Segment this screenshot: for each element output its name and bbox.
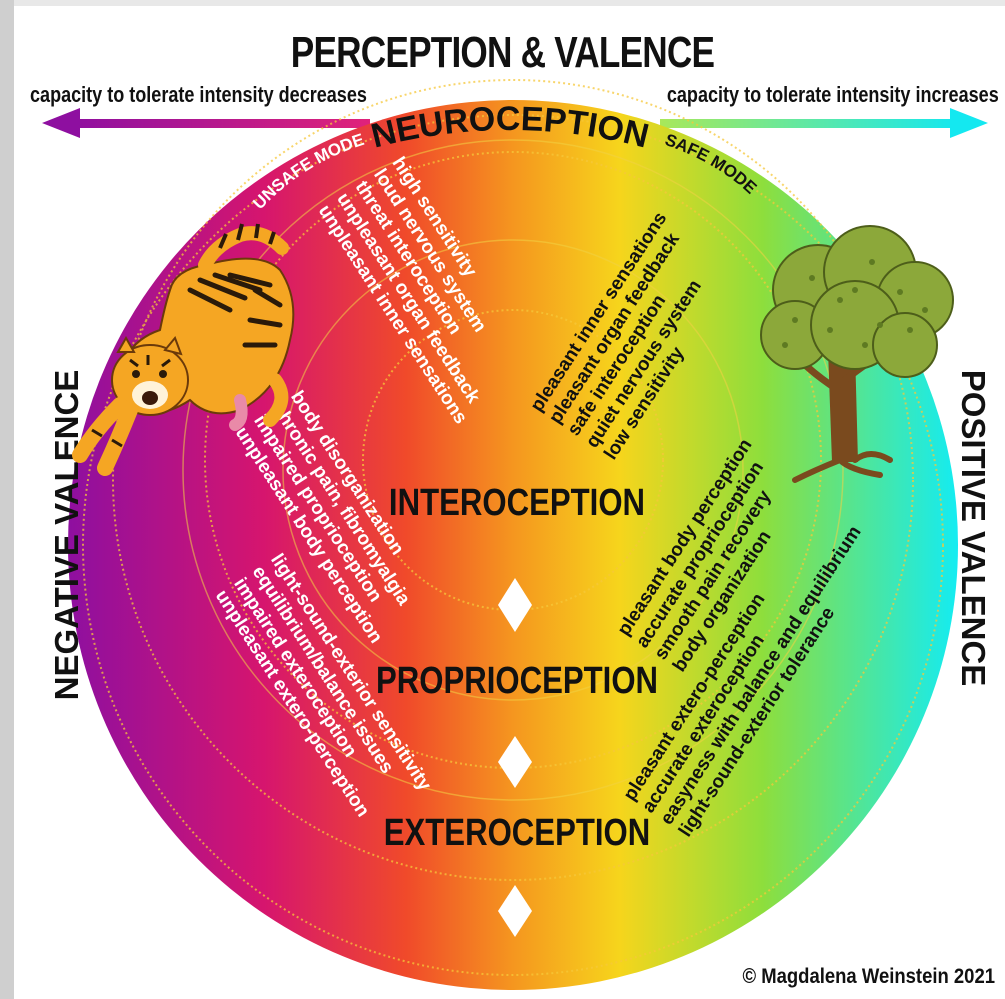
ring-exteroception (112, 79, 914, 881)
capacity-increases-label: capacity to tolerate intensity increases (667, 82, 999, 107)
negative-valence-label: NEGATIVE VALENCE (48, 370, 85, 701)
diamond-marker (498, 578, 532, 632)
tree-illustration (760, 225, 954, 483)
capacity-arrow-right (660, 108, 988, 138)
copyright-notice: © Magdalena Weinstein 2021 (742, 965, 995, 988)
exteroception-heading: EXTEROCEPTION (384, 812, 651, 854)
frame-left-edge (0, 0, 14, 999)
diamond-marker (498, 736, 532, 788)
interoception-heading: INTEROCEPTION (389, 482, 645, 524)
capacity-decreases-label: capacity to tolerate intensity decreases (30, 82, 367, 107)
capacity-arrow-left (42, 108, 370, 138)
positive-valence-label: POSITIVE VALENCE (955, 370, 992, 687)
tiger-illustration (72, 223, 295, 476)
diagram-title: PERCEPTION & VALENCE (290, 28, 715, 77)
valence-circle (68, 100, 958, 990)
proprioception-heading: PROPRIOCEPTION (376, 660, 658, 702)
frame-top-edge (0, 0, 1005, 6)
ring-proprioception (204, 151, 822, 769)
sense-rings (82, 79, 944, 976)
diamond-marker (498, 885, 532, 937)
